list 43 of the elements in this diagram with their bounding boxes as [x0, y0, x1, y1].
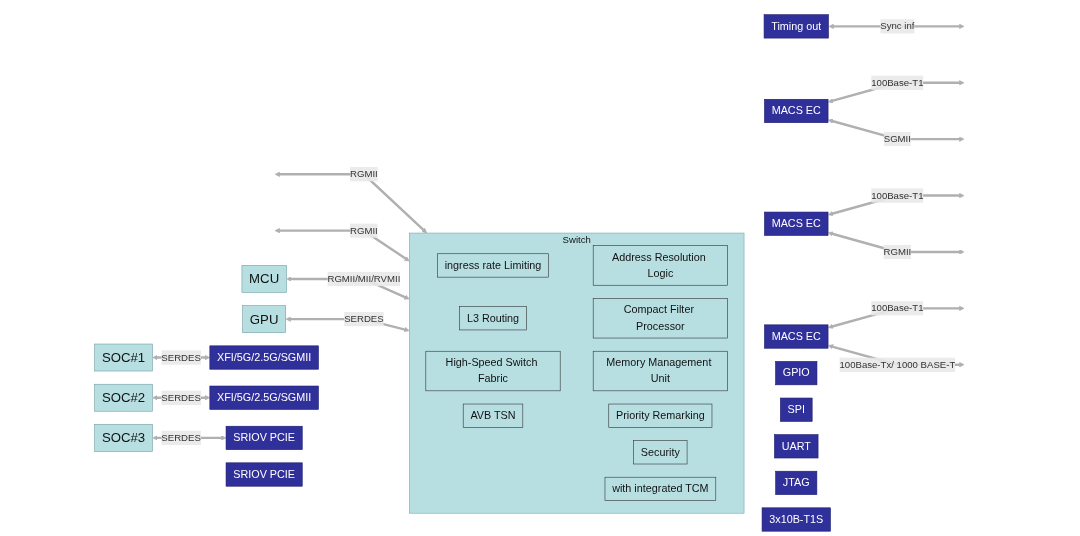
- node-box: SOC#1: [94, 343, 153, 372]
- node-box: L3 Routing: [459, 306, 527, 331]
- node-box: Timing out: [763, 14, 829, 39]
- edge-label: SERDES: [161, 432, 201, 443]
- node-box: JTAG: [775, 470, 818, 495]
- edge-label: 100Base-Tx/ 1000 BASE-T: [839, 359, 956, 370]
- node-box: MACS EC: [764, 211, 829, 236]
- node-box: XFI/5G/2.5G/SGMII: [209, 345, 319, 370]
- edge-label: 100Base-T1: [871, 77, 924, 88]
- edge-label: SERDES: [344, 313, 384, 324]
- arrow: [274, 171, 428, 234]
- node-box: Address Resolution Logic: [592, 245, 728, 286]
- node-box: Compact Filter Processor: [592, 298, 728, 339]
- edge-label: SERDES: [161, 392, 201, 403]
- edge-label: RGMII: [350, 225, 378, 236]
- node-box: XFI/5G/2.5G/SGMII: [209, 385, 319, 410]
- node-box: SOC#3: [94, 424, 153, 452]
- node-box: SPI: [780, 397, 813, 422]
- edge-label: RGMII: [350, 168, 378, 180]
- node-box: SRIOV PCIE: [225, 425, 303, 450]
- node-box: GPIO: [775, 361, 818, 386]
- node-box: SRIOV PCIE: [225, 462, 303, 487]
- node-box: High-Speed Switch Fabric: [425, 350, 561, 392]
- edge-label: SGMII: [883, 133, 911, 144]
- node-box: with integrated TCM: [604, 476, 717, 501]
- node-box: MCU: [241, 265, 287, 293]
- edge-label: 100Base-T1: [871, 302, 924, 314]
- node-box: MACS EC: [764, 99, 829, 123]
- node-box: GPU: [242, 305, 286, 333]
- node-box: Memory Management Unit: [592, 350, 728, 392]
- edge-label: 100Base-T1: [871, 190, 924, 201]
- node-box: 3x10B-T1S: [761, 507, 831, 532]
- node-box: AVB TSN: [462, 403, 524, 428]
- node-box: ingress rate Limiting: [437, 253, 549, 278]
- node-box: Security: [633, 440, 688, 465]
- node-box: MACS EC: [764, 324, 829, 349]
- node-box: SOC#2: [94, 383, 153, 412]
- node-box: UART: [774, 434, 819, 459]
- edge-label: RGMII: [883, 246, 912, 257]
- edge-label: RGMII/MII/RVMII: [327, 273, 401, 284]
- edge-label: Sync inf: [880, 21, 915, 32]
- edge-label: SERDES: [161, 352, 201, 363]
- node-box: Priority Remarking: [608, 403, 713, 428]
